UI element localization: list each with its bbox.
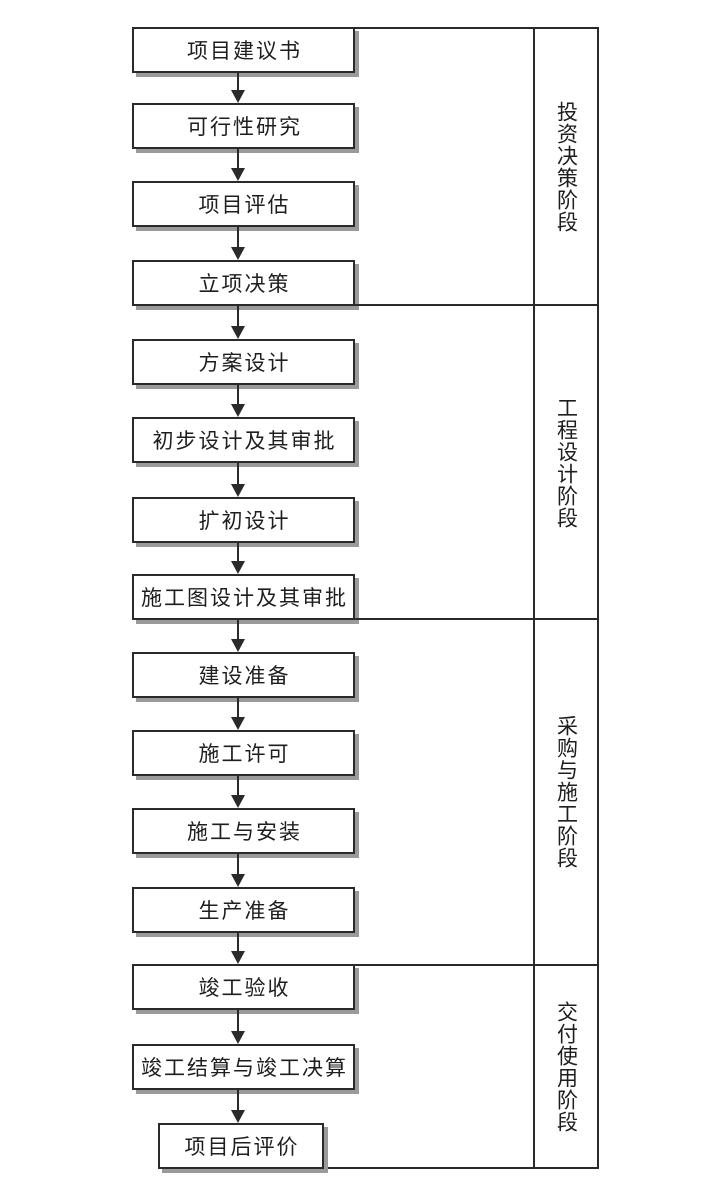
flow-step: 方案设计 [132,339,355,385]
arrow-down-icon [231,484,245,497]
top-boundary-line [355,27,535,29]
flow-step-label: 竣工验收 [198,976,291,1000]
flow-arrow [231,305,245,339]
flow-step: 项目评估 [132,181,355,227]
flow-arrow [231,1089,245,1123]
flow-step-label: 方案设计 [198,351,291,375]
flow-step: 施工图设计及其审批 [132,574,355,620]
flow-arrow [231,697,245,730]
flow-step-label: 扩初设计 [198,509,291,533]
phase-label: 工程设计阶段 [554,397,579,529]
phase-label: 交付使用阶段 [554,1000,579,1133]
arrow-stem [237,697,239,718]
arrow-down-icon [231,168,245,181]
arrow-stem [237,775,239,796]
flow-step-label: 竣工结算与竣工决算 [141,1056,348,1080]
flow-arrow [231,384,245,417]
arrow-stem [237,932,239,952]
flow-arrow [231,542,245,574]
flow-step: 扩初设计 [132,497,355,543]
arrow-down-icon [231,90,245,103]
arrow-stem [237,1089,239,1111]
arrow-down-icon [231,1110,245,1123]
flow-arrow [231,226,245,260]
flow-arrow [231,932,245,964]
flow-step-label: 项目后评价 [184,1135,300,1159]
flow-step-label: 施工图设计及其审批 [141,586,348,610]
phase-label-cell: 交付使用阶段 [533,964,599,1169]
arrow-down-icon [231,247,245,260]
arrow-stem [237,1009,239,1032]
bottom-boundary-line [324,1167,535,1169]
arrow-stem [237,542,239,562]
arrow-down-icon [231,717,245,730]
flow-step: 竣工验收 [132,964,355,1010]
flow-step: 生产准备 [132,887,355,933]
phase-divider-line [355,618,599,620]
flow-step: 项目后评价 [158,1123,324,1169]
arrow-stem [237,853,239,875]
arrow-down-icon [231,874,245,887]
flow-step: 施工与安装 [132,808,355,854]
phase-label-cell: 工程设计阶段 [533,306,599,620]
phase-label-cell: 投资决策阶段 [533,27,599,306]
flow-step-label: 生产准备 [198,899,291,923]
flow-step: 施工许可 [132,730,355,776]
flow-arrow [231,462,245,497]
arrow-down-icon [231,1031,245,1044]
flow-step-label: 施工许可 [198,742,291,766]
arrow-down-icon [231,561,245,574]
flow-arrow [231,148,245,181]
arrow-down-icon [231,639,245,652]
arrow-down-icon [231,951,245,964]
flow-step-label: 项目评估 [198,193,291,217]
flow-step-label: 可行性研究 [187,115,302,139]
arrow-stem [237,384,239,405]
flow-step: 项目建议书 [132,27,355,73]
flow-arrow [231,72,245,103]
phase-column-border [533,27,599,1169]
flow-step-label: 立项决策 [198,272,291,296]
phase-divider-line [355,304,599,306]
arrow-down-icon [231,326,245,339]
flow-arrow [231,1009,245,1044]
flow-step-label: 施工与安装 [187,820,302,844]
flow-step: 初步设计及其审批 [132,417,355,463]
arrow-stem [237,148,239,169]
phase-divider-line [355,964,599,966]
flow-step-label: 建设准备 [198,664,291,688]
arrow-stem [237,462,239,485]
arrow-down-icon [231,795,245,808]
flow-arrow [231,853,245,887]
flow-step: 建设准备 [132,652,355,698]
flow-arrow [231,775,245,808]
arrow-down-icon [231,404,245,417]
arrow-stem [237,619,239,640]
flow-step: 可行性研究 [132,103,355,149]
flow-step: 立项决策 [132,260,355,306]
phase-label: 投资决策阶段 [554,100,579,233]
flow-step-label: 初步设计及其审批 [152,429,337,453]
flow-arrow [231,619,245,652]
phase-label-cell: 采购与施工阶段 [533,620,599,964]
arrow-stem [237,72,239,91]
phase-label: 采购与施工阶段 [554,715,579,869]
arrow-stem [237,226,239,248]
arrow-stem [237,305,239,327]
flow-step: 竣工结算与竣工决算 [132,1044,355,1090]
flow-step-label: 项目建议书 [187,39,302,63]
